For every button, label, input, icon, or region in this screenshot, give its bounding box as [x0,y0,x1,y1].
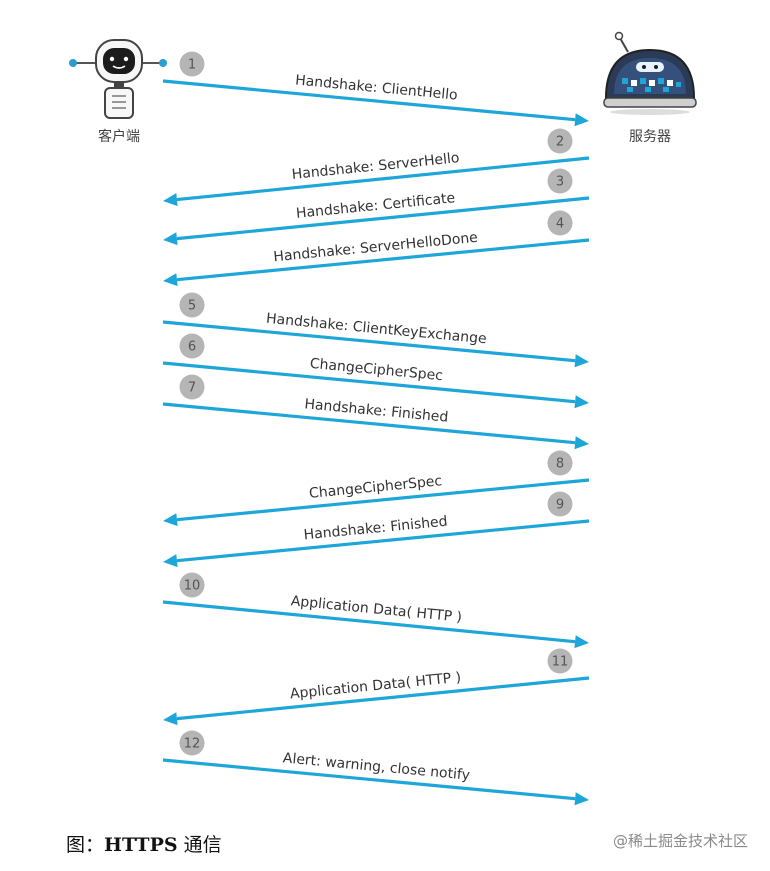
message-10: Application Data( HTTP ) 10 [162,572,589,649]
watermark: @稀土掘金技术社区 [612,832,748,850]
step-badge: 6 [179,333,205,359]
arrow-head [574,792,589,806]
step-number: 6 [188,340,196,355]
step-badge: 7 [179,374,205,400]
arrow-head [574,113,589,127]
arrow-head [574,635,589,649]
caption-suffix: 通信 [177,834,222,856]
step-badge: 8 [547,450,573,476]
arrow-head [574,436,589,450]
step-badge: 12 [179,730,205,756]
arrow-line [176,238,590,282]
message-label: Handshake: Finished [304,396,449,425]
arrow-head [574,354,589,368]
step-number: 9 [556,498,564,513]
message-7: Handshake: Finished 7 [162,374,589,450]
message-9: Handshake: Finished 9 [163,491,590,568]
arrow-line [162,361,576,404]
arrow-head [163,513,178,527]
arrow-line [176,519,590,563]
arrow-line [176,156,590,202]
step-badge: 10 [179,572,205,598]
step-badge: 4 [547,210,573,236]
arrow-head [574,395,589,409]
caption-prefix: 图： [66,834,105,856]
step-number: 5 [188,299,196,314]
arrow-head [163,554,178,568]
step-badge: 3 [547,168,573,194]
message-label: Handshake: ClientHello [294,72,458,103]
message-11: Application Data( HTTP )11 [163,648,590,726]
arrow-head [163,232,178,246]
arrow-line [162,600,576,644]
arrow-line [162,320,576,363]
arrow-line [162,758,576,801]
message-label: Handshake: Certificate [295,190,456,222]
figure-caption: 图：HTTPS 通信 [66,830,222,857]
arrow-line [176,196,590,241]
step-number: 4 [556,217,564,232]
arrow-head [163,712,178,726]
step-number: 7 [188,381,196,396]
step-badge: 5 [179,292,205,318]
step-number: 10 [184,579,201,594]
arrow-line [162,79,576,122]
message-label: Handshake: Finished [303,514,448,544]
server-label: 服务器 [629,129,671,145]
message-1: Handshake: ClientHello 1 [162,51,589,127]
arrow-head [163,273,178,287]
step-badge: 1 [179,51,205,77]
client-robot-icon [69,39,167,119]
server-robot-icon [603,31,697,115]
arrow-line [176,478,590,522]
https-sequence-diagram: 客户端 服务器 Handshake: ClientHello1Handshake… [69,31,697,806]
step-number: 2 [556,135,564,150]
step-badge: 2 [547,128,573,154]
caption-bold: HTTPS [104,834,178,856]
client-label: 客户端 [98,128,140,145]
step-badge: 11 [547,648,573,674]
step-number: 11 [552,655,569,670]
arrow-head [163,193,178,207]
step-number: 8 [556,457,564,472]
arrow-line [176,676,590,721]
step-number: 12 [184,737,201,752]
step-badge: 9 [547,491,573,517]
step-number: 1 [188,58,196,73]
arrow-line [162,402,576,445]
step-number: 3 [556,175,564,190]
message-label: Application Data( HTTP ) [290,593,463,625]
